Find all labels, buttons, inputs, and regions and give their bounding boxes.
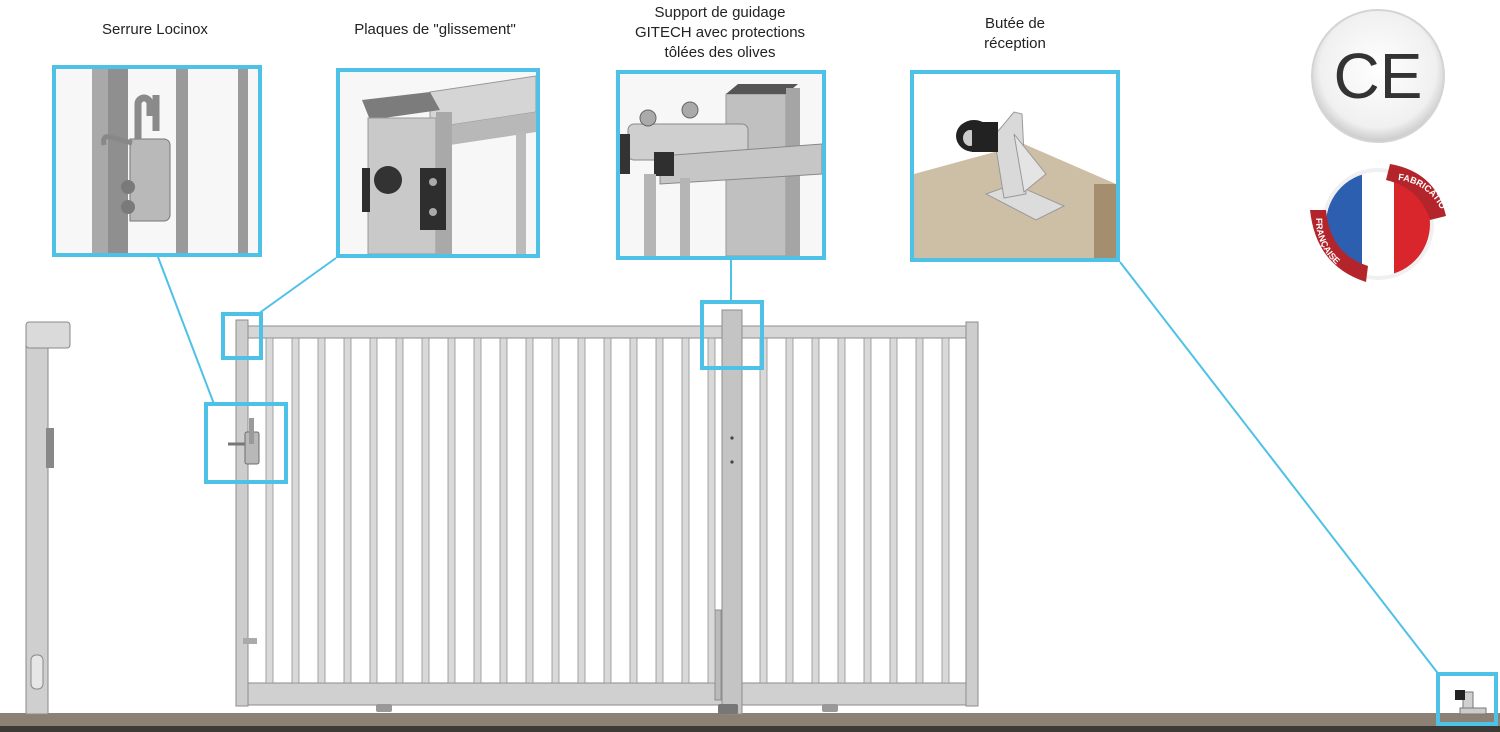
gate-bar <box>629 337 638 684</box>
gate-bar <box>343 337 352 684</box>
gate-bar <box>447 337 456 684</box>
guide-support-detail-illustration <box>620 74 822 256</box>
gate-bar <box>759 337 768 684</box>
gate-bar <box>941 337 950 684</box>
leader-line-plates <box>257 257 337 315</box>
receiving-stop-detail-illustration <box>914 74 1116 258</box>
gate-bar <box>655 337 664 684</box>
callout-sliding-plates-detail <box>336 68 540 258</box>
label-receiving-stop: Butée de réception <box>984 15 1046 52</box>
gate-bar <box>707 337 716 684</box>
sliding-plates-detail-illustration <box>340 72 536 254</box>
gate-bar <box>265 337 274 684</box>
ce-text: CE <box>1334 40 1423 112</box>
gate-bar <box>681 337 690 684</box>
label-sliding-plates: Plaques de "glissement" <box>354 21 516 38</box>
sliding-gate <box>228 309 979 715</box>
highlight-guide-support <box>700 300 764 370</box>
gate-bar <box>525 337 534 684</box>
callout-guide-support-detail <box>616 70 826 260</box>
gate-bar <box>577 337 586 684</box>
gate-bar <box>421 337 430 684</box>
french-flag-icon: FABRICATION FRANÇAISE <box>1303 150 1452 288</box>
gate-bar <box>837 337 846 684</box>
gate-bar <box>395 337 404 684</box>
gate-bar <box>551 337 560 684</box>
gate-bar <box>291 337 300 684</box>
callout-lock-detail <box>52 65 262 257</box>
gate-bar <box>317 337 326 684</box>
gate-bar <box>811 337 820 684</box>
gate-bar <box>915 337 924 684</box>
receiving-stop <box>1455 690 1487 715</box>
label-guide-support: Support de guidage GITECH avec protectio… <box>634 4 806 61</box>
lock-detail-illustration <box>56 69 258 253</box>
ce-mark-icon: CE <box>1308 6 1448 146</box>
highlight-sliding-plate <box>221 312 263 360</box>
leader-line-stop <box>1119 261 1441 677</box>
leader-lines <box>157 256 1441 677</box>
gate-bar <box>369 337 378 684</box>
gate-bar <box>785 337 794 684</box>
gate-bar <box>473 337 482 684</box>
leader-line-lock <box>157 256 215 405</box>
gate-bar <box>863 337 872 684</box>
gate-bars <box>265 337 950 684</box>
highlight-receiving-stop <box>1436 672 1498 726</box>
highlight-lock <box>204 402 288 484</box>
gate-bar <box>499 337 508 684</box>
gate-bar <box>603 337 612 684</box>
receiving-post <box>25 321 71 715</box>
label-lock: Serrure Locinox <box>102 21 208 38</box>
callout-receiving-stop-detail <box>910 70 1120 262</box>
gate-bar <box>889 337 898 684</box>
